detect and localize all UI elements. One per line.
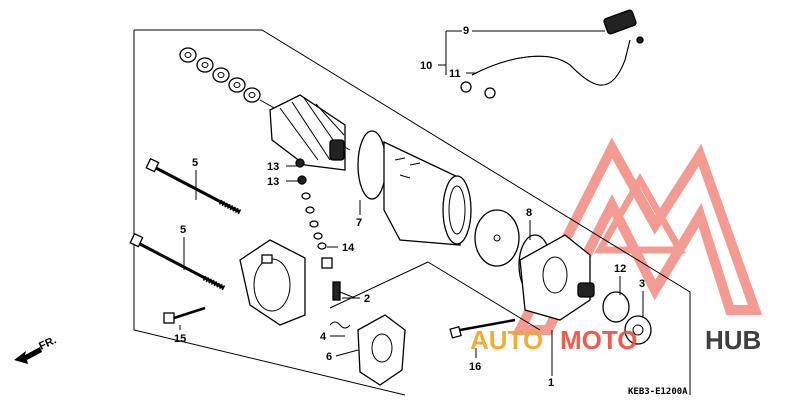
starter-cable: [460, 9, 644, 99]
mounting-bolt-15: [163, 306, 206, 324]
assembly-frame: [133, 29, 691, 396]
o-ring: [602, 291, 630, 323]
callout-3: 3: [639, 278, 645, 290]
front-label: FR.: [37, 334, 58, 352]
callout-7: 7: [356, 217, 362, 229]
motor-case: [357, 130, 472, 246]
callout-8: 8: [526, 207, 532, 219]
rear-cover: [239, 239, 306, 326]
pinion-gear: [624, 315, 652, 345]
mounting-bolt-16: [449, 318, 516, 339]
callout-9: 9: [463, 25, 469, 37]
armature: [259, 94, 351, 171]
through-bolt-upper: [145, 157, 242, 215]
washer-stack: [179, 47, 261, 103]
callout-10: 10: [420, 60, 432, 72]
callout-13a: 13: [267, 161, 279, 173]
brush-set: [329, 281, 356, 329]
leader-lines: [179, 30, 644, 376]
front-direction-arrow-icon: FR.: [14, 334, 58, 364]
callout-11: 11: [449, 68, 461, 80]
callout-13b: 13: [267, 176, 279, 188]
callout-5b: 5: [180, 224, 186, 236]
watermark-part-3: HUB: [705, 325, 761, 355]
callout-14: 14: [342, 242, 355, 254]
callout-1: 1: [548, 377, 554, 389]
callout-5a: 5: [192, 157, 198, 169]
through-bolt-lower: [129, 232, 226, 291]
callout-16: 16: [469, 361, 481, 373]
callout-6: 6: [326, 351, 332, 363]
callout-12: 12: [614, 263, 626, 275]
front-cover: [519, 234, 595, 321]
callout-4: 4: [320, 331, 327, 343]
watermark-part-1: AUTO: [470, 325, 543, 355]
watermark-text: AUTO MOTO HUB: [470, 325, 761, 355]
callout-2: 2: [364, 293, 370, 305]
callouts: 9 10 11 5 13 13 7 8 5 14 12 3 2 4 15 6 1…: [174, 25, 645, 389]
diagram-code: KEB3-E1200A: [628, 387, 688, 397]
small-parts: [295, 158, 333, 269]
watermark-part-2: MOTO: [560, 325, 638, 355]
watermark-logo-icon: [511, 137, 763, 335]
callout-15: 15: [174, 333, 186, 345]
brush-plate: [357, 314, 406, 386]
